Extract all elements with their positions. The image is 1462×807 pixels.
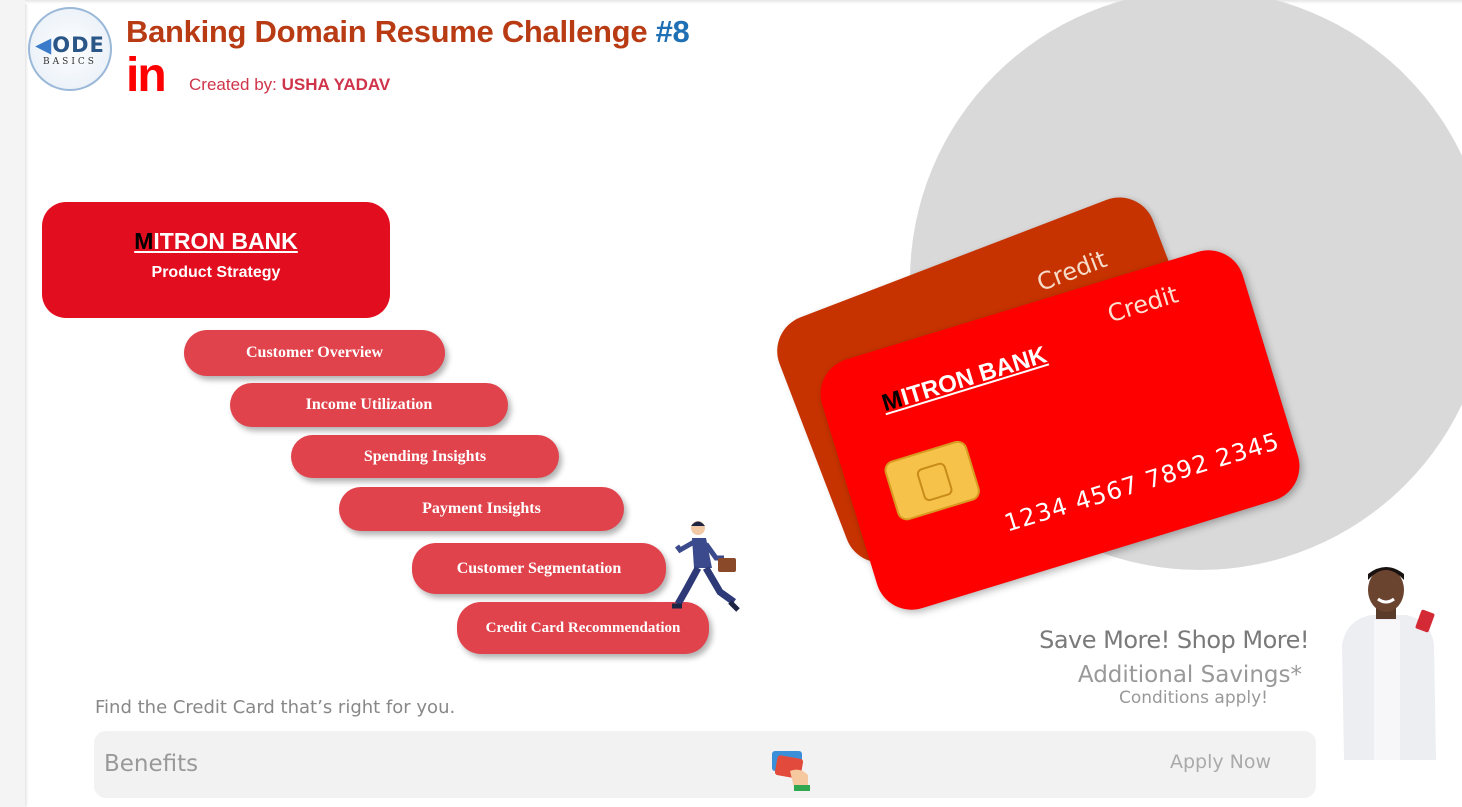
card-label: Credit — [1104, 280, 1182, 329]
nav-customer-segmentation[interactable]: Customer Segmentation — [412, 543, 666, 594]
smiling-man-with-card-image — [1342, 567, 1436, 760]
nav-payment-insights[interactable]: Payment Insights — [339, 487, 624, 531]
bank-name: MITRON BANK — [134, 228, 298, 254]
nav-credit-card-recommendation[interactable]: Credit Card Recommendation — [457, 602, 709, 654]
nav-income-utilization[interactable]: Income Utilization — [230, 383, 508, 427]
logo-text: ◀ODE — [35, 33, 105, 57]
benefits-link[interactable]: Benefits — [104, 751, 199, 777]
apply-now-button[interactable]: Apply Now — [1170, 751, 1272, 773]
linkedin-icon[interactable]: in — [126, 49, 167, 102]
codebasics-logo: ◀ODE BASICS — [28, 7, 112, 91]
nav-customer-overview[interactable]: Customer Overview — [184, 330, 445, 376]
chip-icon — [882, 438, 983, 523]
card-brand: MITRON BANK — [878, 341, 1050, 418]
created-by: Created by: USHA YADAV — [189, 75, 391, 94]
brand-subtitle: Product Strategy — [151, 264, 281, 281]
logo-subtext: BASICS — [43, 57, 97, 67]
promo-headline: Save More! Shop More! — [1039, 626, 1309, 654]
nav-spending-insights[interactable]: Spending Insights — [291, 435, 559, 478]
promo-note: Conditions apply! — [1119, 688, 1268, 708]
top-edge — [25, 0, 1462, 4]
running-businessman-icon — [672, 521, 740, 612]
credit-card-hand-icon — [772, 751, 810, 791]
tagline: Find the Credit Card that’s right for yo… — [95, 697, 456, 718]
brand-header: MITRON BANK Product Strategy — [42, 202, 390, 318]
left-edge — [0, 0, 25, 807]
page-title: Banking Domain Resume Challenge #8 — [126, 14, 690, 49]
footer-bar: Benefits Apply Now — [94, 731, 1316, 798]
promo-subheadline: Additional Savings* — [1077, 662, 1302, 688]
